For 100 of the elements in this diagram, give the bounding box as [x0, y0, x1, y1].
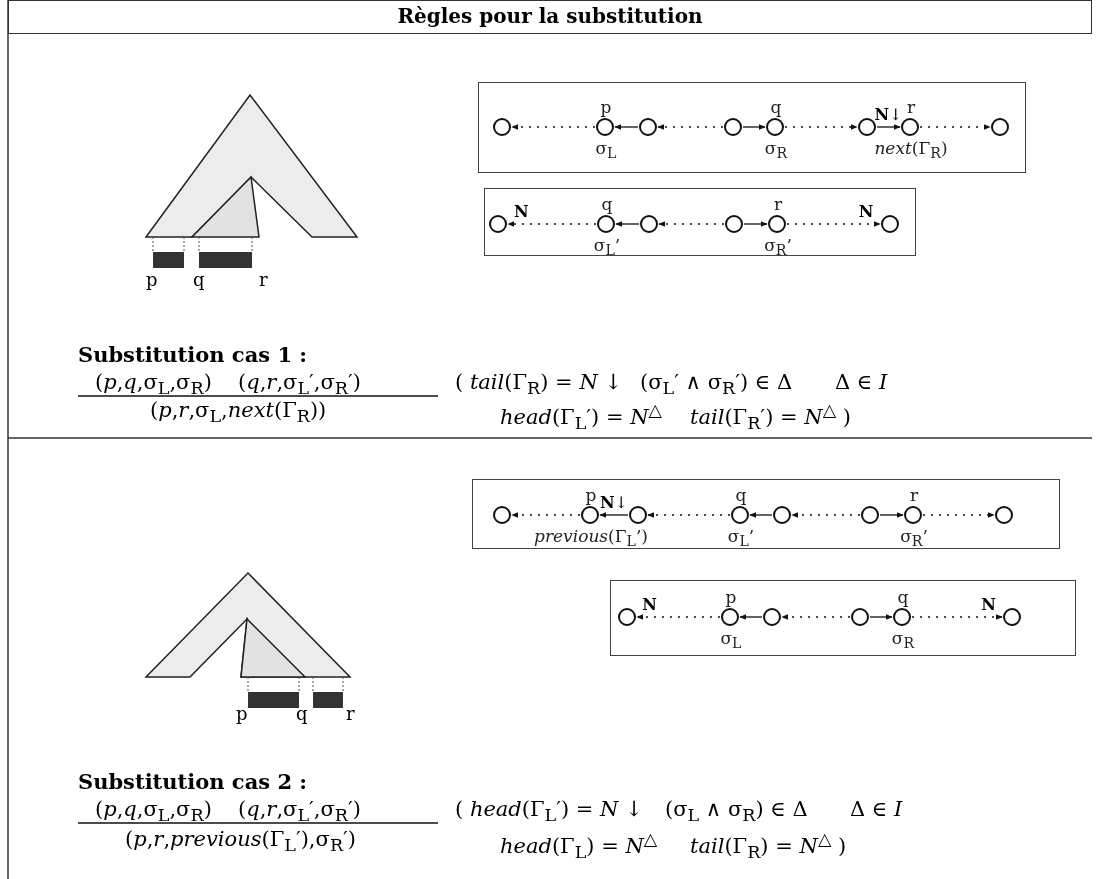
arrow: [786, 221, 881, 227]
arrow: [743, 221, 768, 227]
arrow: [657, 124, 724, 130]
edge-label: N: [981, 597, 996, 613]
chain-node-circle: [767, 214, 786, 233]
arrow: [919, 124, 991, 130]
node-caption: previous(Γ$_{L}$’): [534, 527, 648, 551]
arrow: [911, 614, 1003, 620]
chain-node-circle: [492, 505, 511, 524]
arrow: [749, 512, 773, 518]
chain-node-circle: [900, 117, 919, 136]
chain-node-circle: [880, 214, 899, 233]
node-caption: σ$_{L}$’: [593, 236, 621, 260]
arrow: [781, 614, 851, 620]
node-caption: σ$_{L}$: [595, 139, 617, 163]
chain-node-circle: [850, 607, 869, 626]
rule-condition: Δ ∈ I: [835, 370, 888, 394]
arrow: [511, 512, 581, 518]
chain-frame: [478, 82, 1026, 173]
table-header: Règles pour la substitution: [8, 0, 1092, 34]
position-label: r: [773, 195, 783, 213]
arrow: [876, 124, 901, 130]
edge-label: N: [513, 204, 529, 220]
rule-condition: (σ$_{L}$ ∧ σ$_{R}$) ∈ Δ: [665, 797, 808, 828]
rule-formula: (p,r,previous(Γ$_{L}$′),σ$_{R}$′): [125, 827, 357, 858]
rule-formula: (p,q,σ$_{L}$,σ$_{R}$): [95, 797, 212, 828]
arrow: [658, 221, 725, 227]
node-caption: σ$_{L}$: [720, 629, 742, 653]
chain-node-circle: [595, 117, 614, 136]
position-label: q: [735, 486, 747, 504]
position-label: r: [906, 98, 916, 116]
rule-condition: head(Γ$_{L}$) = N$^{△}$: [500, 828, 658, 865]
chain-node-circle: [990, 117, 1009, 136]
arrow: [636, 614, 721, 620]
arrow: [511, 124, 596, 130]
rule-condition: (σ$_{L}$′ ∧ σ$_{R}$′) ∈ Δ: [640, 370, 793, 401]
chain-node-circle: [1002, 607, 1021, 626]
chain-node-circle: [580, 505, 599, 524]
span-label: q: [296, 702, 308, 726]
chain-node-circle: [994, 505, 1013, 524]
span-label: p: [146, 268, 158, 292]
arrow: [647, 512, 731, 518]
chain-node-circle: [638, 117, 657, 136]
position-label: p: [600, 98, 612, 116]
node-caption: σ$_{L}$’: [727, 527, 755, 551]
node-caption: next(Γ$_{R}$): [874, 139, 948, 163]
node-caption: σ$_{R}$: [764, 139, 788, 163]
rule-formula: (q,r,σ$_{L}$′,σ$_{R}$′): [238, 797, 361, 828]
edge-label: N↓: [874, 107, 903, 123]
chain-node-circle: [772, 505, 791, 524]
node-caption: σ$_{R}$: [891, 629, 915, 653]
rule-condition: Δ ∈ I: [850, 797, 903, 821]
chain-node-circle: [617, 607, 636, 626]
chain-node-circle: [723, 117, 742, 136]
chain-node-circle: [724, 214, 743, 233]
arrow: [614, 124, 639, 130]
arrow: [791, 512, 861, 518]
rule-condition: ( head(Γ$_{L}$′) = N ↓: [455, 797, 643, 828]
position-label: q: [897, 588, 909, 606]
rule-condition: head(Γ$_{L}$′) = N$^{△}$: [500, 399, 663, 436]
position-label: q: [770, 98, 782, 116]
arrow: [507, 221, 597, 227]
chain-node-circle: [730, 505, 749, 524]
chain-node-circle: [892, 607, 911, 626]
node-caption: σ$_{R}$’: [764, 236, 792, 260]
edge-label: N: [858, 204, 874, 220]
arrow: [922, 512, 995, 518]
chain-frame: [472, 479, 1060, 549]
arrow: [784, 124, 858, 130]
node-caption: σ$_{R}$’: [900, 527, 928, 551]
rule-heading: Substitution cas 1 :: [78, 343, 308, 367]
arrow: [599, 512, 629, 518]
rule-condition: tail(Γ$_{R}$) = N$^{△}$ ): [690, 828, 847, 865]
arrow: [739, 614, 763, 620]
span-label: r: [346, 702, 355, 726]
chain-frame: [484, 188, 916, 256]
chain-node-circle: [596, 214, 615, 233]
arrow: [869, 614, 893, 620]
chain-frame: [610, 580, 1076, 656]
chain-node-circle: [765, 117, 784, 136]
chain-node-circle: [488, 214, 507, 233]
edge-label: N↓: [600, 495, 628, 511]
chain-node-circle: [720, 607, 739, 626]
chain-node-circle: [628, 505, 647, 524]
edge-label: N: [642, 597, 657, 613]
rule-formula: (p,r,σ$_{L}$,next(Γ$_{R}$)): [150, 398, 327, 429]
rule-formula: (q,r,σ$_{L}$′,σ$_{R}$′): [238, 370, 361, 401]
rule-condition: tail(Γ$_{R}$′) = N$^{△}$ ): [690, 399, 851, 436]
position-label: p: [725, 588, 737, 606]
position-label: r: [909, 486, 919, 504]
chain-node-circle: [492, 117, 511, 136]
chain-node-circle: [860, 505, 879, 524]
chain-node-circle: [762, 607, 781, 626]
span-label: r: [259, 268, 268, 292]
chain-node-circle: [857, 117, 876, 136]
arrow: [615, 221, 640, 227]
chain-node-circle: [639, 214, 658, 233]
arrow: [742, 124, 766, 130]
span-label: q: [193, 268, 205, 292]
rule-heading: Substitution cas 2 :: [78, 770, 308, 794]
